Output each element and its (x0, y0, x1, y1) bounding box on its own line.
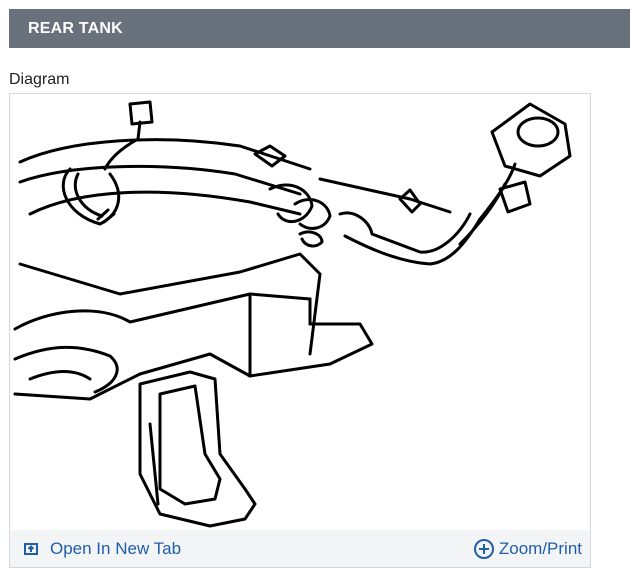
zoom-print-link[interactable]: Zoom/Print (473, 530, 582, 567)
open-in-new-tab-label: Open In New Tab (50, 538, 182, 558)
diagram-image[interactable] (10, 94, 590, 530)
diagram-container: Open In New Tab Zoom/Print (9, 93, 591, 568)
open-in-new-tab-link[interactable]: Open In New Tab (22, 530, 181, 567)
zoom-plus-icon (473, 538, 495, 560)
diagram-footer: Open In New Tab Zoom/Print (10, 530, 590, 567)
zoom-print-label: Zoom/Print (498, 538, 582, 558)
header-bar: REAR TANK (9, 9, 630, 48)
section-label: Diagram (9, 71, 70, 88)
page-title: REAR TANK (28, 19, 123, 37)
open-new-tab-icon (22, 541, 40, 557)
